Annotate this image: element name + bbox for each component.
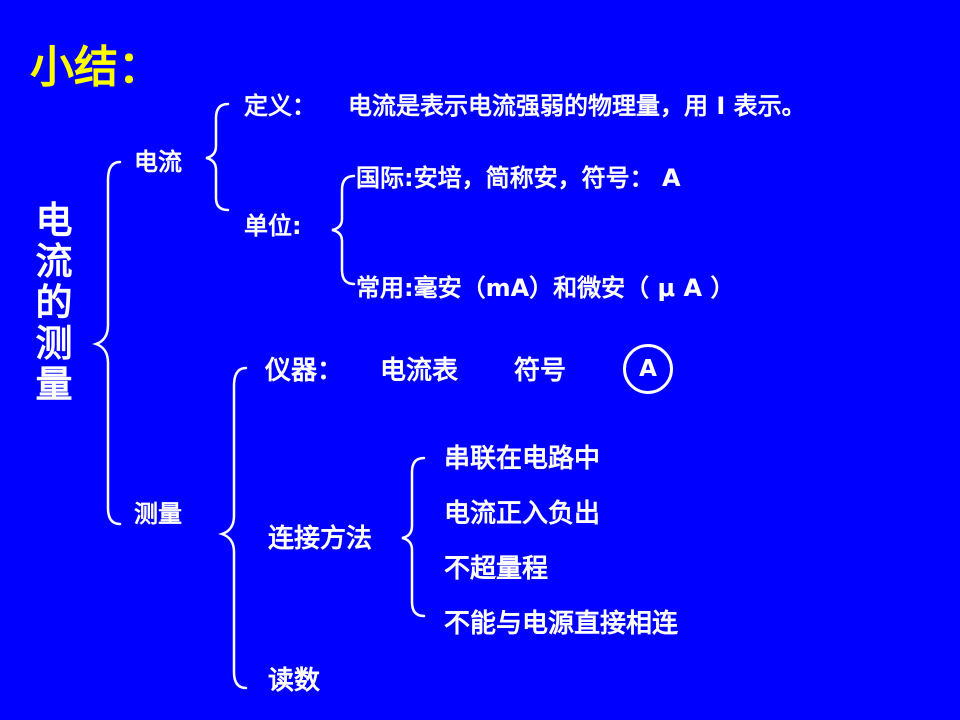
connection-rule: 不能与电源直接相连 — [444, 609, 679, 639]
unit-brace — [331, 174, 356, 286]
definition-text: 电流是表示电流强弱的物理量，用 I 表示。 — [348, 92, 806, 120]
common-units: 常用:毫安（mA）和微安（ μ A ） — [356, 274, 735, 302]
connection-rule: 不超量程 — [444, 554, 549, 584]
topic-title-vertical: 电 流 的 测 量 — [34, 200, 74, 405]
connection-rule: 串联在电路中 — [444, 444, 601, 474]
measurement-label: 测量 — [134, 500, 182, 528]
connection-label: 连接方法 — [268, 524, 373, 554]
topic-char: 电 — [35, 199, 73, 242]
connection-rule: 电流正入负出 — [444, 499, 601, 529]
topic-char: 的 — [35, 281, 73, 324]
current-label: 电流 — [134, 148, 182, 176]
ammeter-symbol-icon: A — [623, 344, 673, 394]
topic-char: 流 — [35, 240, 73, 283]
connection-brace — [401, 456, 426, 618]
topic-char: 量 — [35, 363, 73, 406]
unit-label: 单位: — [244, 212, 302, 240]
main-brace — [92, 160, 122, 526]
summary-title: 小结： — [30, 42, 162, 93]
topic-char: 测 — [35, 322, 73, 365]
instrument-label: 仪器： — [265, 356, 344, 386]
symbol-label: 符号 — [514, 356, 567, 386]
reading-label: 读数 — [268, 666, 321, 696]
current-brace — [205, 102, 230, 212]
international-unit: 国际:安培，简称安，符号： A — [356, 164, 681, 192]
measurement-brace — [218, 366, 248, 690]
instrument-name: 电流表 — [380, 356, 459, 386]
definition-label: 定义： — [244, 92, 316, 120]
